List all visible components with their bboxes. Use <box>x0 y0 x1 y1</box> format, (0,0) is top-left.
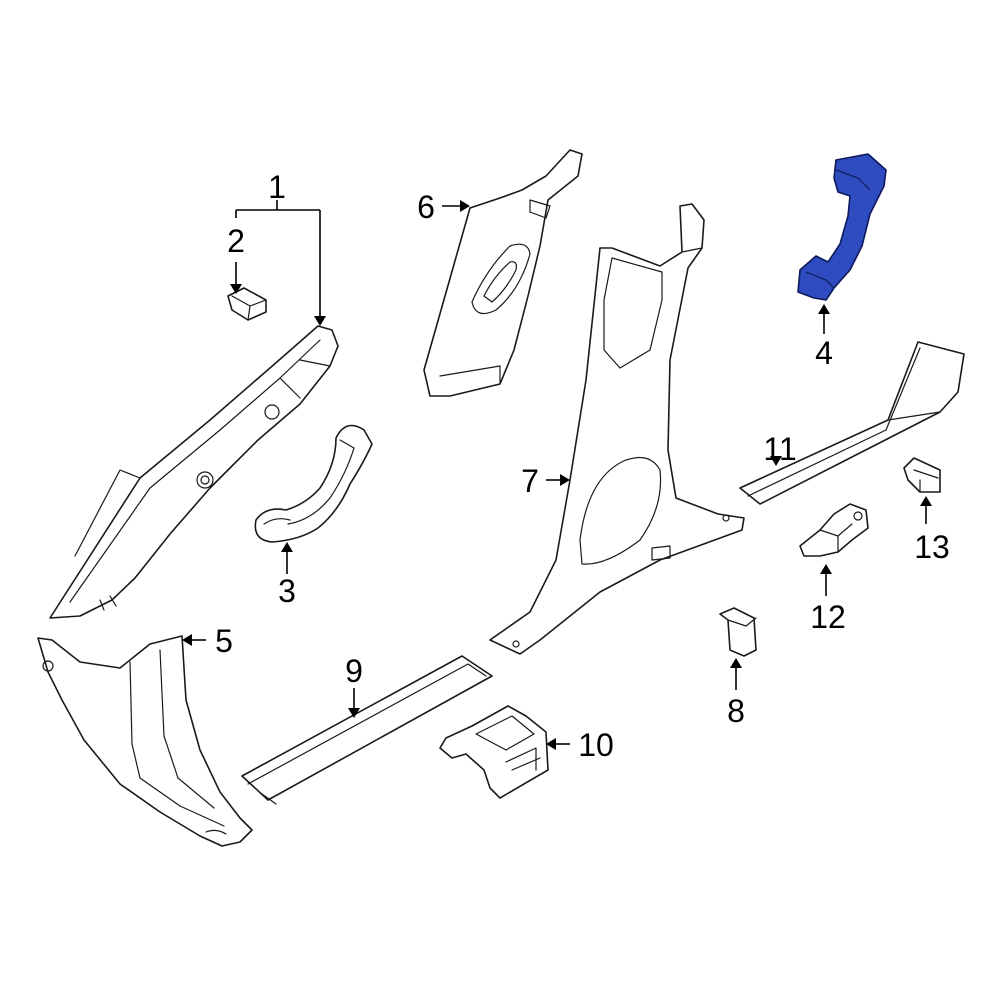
part-5-kick-panel[interactable] <box>37 635 253 847</box>
part-1-a-pillar-trim[interactable] <box>49 325 339 619</box>
leader-lines <box>182 200 932 750</box>
callout-12: 12 <box>810 599 846 635</box>
callout-6: 6 <box>417 189 435 225</box>
callout-2: 2 <box>227 223 245 259</box>
callout-11: 11 <box>763 431 796 467</box>
callout-10: 10 <box>578 727 614 763</box>
callout-7: 7 <box>521 463 539 499</box>
part-10-bracket[interactable] <box>439 705 549 799</box>
part-13-clip[interactable] <box>903 457 941 493</box>
part-9-sill-plate[interactable] <box>241 655 493 805</box>
part-3-grab-handle[interactable] <box>254 424 373 543</box>
callout-4: 4 <box>815 335 833 371</box>
callout-3: 3 <box>278 573 296 609</box>
callout-labels: 1 2 3 4 5 6 7 8 9 10 11 12 13 <box>215 169 950 763</box>
callout-1: 1 <box>268 169 286 205</box>
part-11-scuff-plate[interactable] <box>739 341 965 505</box>
part-6-upper-b-pillar-trim[interactable] <box>423 149 583 397</box>
callout-8: 8 <box>727 693 745 729</box>
callout-9: 9 <box>345 653 363 689</box>
callout-5: 5 <box>215 623 233 659</box>
part-7-b-pillar-lower-trim[interactable] <box>489 203 745 655</box>
part-4-grab-handle-highlighted[interactable] <box>797 153 887 301</box>
part-2-clip[interactable] <box>227 287 267 321</box>
part-8-clip[interactable] <box>719 607 757 657</box>
part-12-connector[interactable] <box>799 503 869 557</box>
callout-13: 13 <box>914 529 950 565</box>
